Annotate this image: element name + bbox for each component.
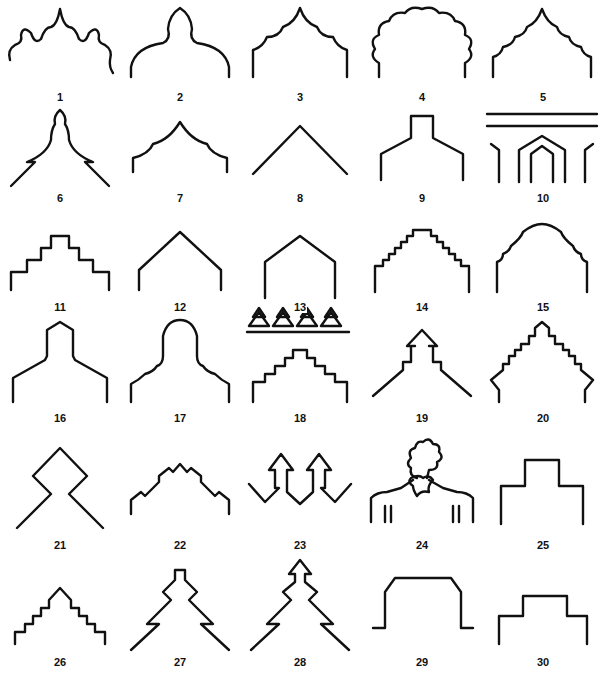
callout-number: 7 <box>176 192 184 204</box>
arch-outline <box>253 126 347 174</box>
arch-outline <box>499 596 587 644</box>
callout-number: 5 <box>539 91 547 103</box>
callout-number: 3 <box>296 91 304 103</box>
callout-number: 10 <box>536 192 550 204</box>
arch-outline <box>501 460 583 524</box>
arch-outline <box>375 230 469 292</box>
callout-number: 18 <box>293 412 307 424</box>
arch-outline <box>17 448 103 528</box>
arch-outline <box>493 9 591 77</box>
arch-outline <box>9 9 113 73</box>
callout-number: 8 <box>296 192 304 204</box>
arch-outline <box>11 110 109 186</box>
arch-outline <box>497 224 587 292</box>
callout-number: 6 <box>56 192 64 204</box>
callout-number: 12 <box>173 301 187 313</box>
callout-number: 28 <box>293 656 307 668</box>
arch-outline <box>131 570 229 650</box>
arch-outline <box>373 578 473 628</box>
callout-number: 9 <box>418 192 426 204</box>
arch-outline <box>487 114 597 182</box>
arch-outline <box>15 588 105 644</box>
arch-outline <box>491 322 593 402</box>
callout-number: 16 <box>53 412 67 424</box>
callout-number: 30 <box>536 656 550 668</box>
callout-number: 22 <box>173 539 187 551</box>
arch-outline <box>253 8 347 77</box>
callout-number: 14 <box>415 301 429 313</box>
callout-number: 11 <box>53 301 67 313</box>
callout-number: 17 <box>173 412 187 424</box>
callout-number: 20 <box>536 412 550 424</box>
callout-number: 21 <box>53 539 67 551</box>
callout-number: 4 <box>418 91 426 103</box>
arch-outline <box>249 454 351 504</box>
arch-outline <box>139 232 221 290</box>
callout-number: 27 <box>173 656 187 668</box>
arch-outline <box>373 330 471 396</box>
arch-outline <box>13 322 107 402</box>
arch-outline <box>247 308 349 402</box>
callout-number: 15 <box>536 301 550 313</box>
arch-outline <box>131 8 229 77</box>
arch-outline <box>131 464 229 514</box>
callout-number: 24 <box>415 539 429 551</box>
arch-outline <box>11 236 109 290</box>
arch-outline <box>131 320 229 402</box>
arch-outline <box>371 439 473 522</box>
callout-number: 29 <box>415 656 429 668</box>
arch-outline <box>265 236 335 298</box>
callout-number: 26 <box>53 656 67 668</box>
callout-number: 13 <box>293 301 307 313</box>
callout-number: 2 <box>176 91 184 103</box>
callout-number: 25 <box>536 539 550 551</box>
arch-outline <box>251 560 349 650</box>
callout-number: 19 <box>415 412 429 424</box>
callout-number: 23 <box>293 539 307 551</box>
arch-outline <box>381 116 463 180</box>
callout-number: 1 <box>56 91 64 103</box>
arch-outline <box>373 8 472 77</box>
arch-outline <box>133 122 227 172</box>
